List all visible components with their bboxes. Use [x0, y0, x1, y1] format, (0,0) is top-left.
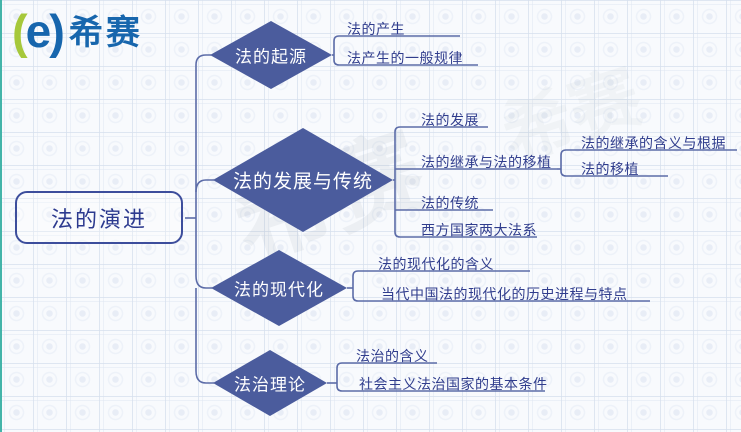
leaf-node[interactable]: 法的发展 — [421, 112, 479, 128]
leaf-node[interactable]: 法治的含义 — [356, 348, 429, 364]
leaf-node[interactable]: 当代中国法的现代化的历史进程与特点 — [381, 286, 628, 302]
leaf-node[interactable]: 法的产生 — [347, 21, 405, 37]
leaf-node[interactable]: 法的移植 — [581, 161, 639, 177]
branch-node-development-tradition[interactable]: 法的发展与传统 — [232, 171, 374, 193]
leaf-node[interactable]: 法的继承与法的移植 — [421, 154, 552, 170]
xisai-logo: ( e ) 希赛 — [12, 4, 143, 58]
diamond-rule-of-law-theory — [213, 350, 327, 416]
branch-node-rule-of-law-theory[interactable]: 法治理论 — [234, 375, 306, 395]
leaf-node[interactable]: 法的传统 — [421, 195, 479, 211]
diamond-origin-of-law — [210, 21, 332, 89]
diamond-modernization — [211, 250, 347, 326]
branch-node-modernization[interactable]: 法的现代化 — [234, 280, 324, 300]
logo-paren-left-icon: ( — [12, 5, 28, 58]
logo-brand-text: 希赛 — [68, 13, 143, 52]
leaf-node[interactable]: 社会主义法治国家的基本条件 — [359, 376, 548, 392]
leaf-node[interactable]: 法产生的一般规律 — [347, 50, 463, 66]
diamond-development-tradition — [213, 128, 393, 232]
leaf-node[interactable]: 西方国家两大法系 — [421, 222, 537, 238]
leaf-node[interactable]: 法的现代化的含义 — [378, 256, 494, 272]
branch-node-origin-of-law[interactable]: 法的起源 — [235, 47, 307, 67]
root-node[interactable]: 法的演进 — [15, 191, 183, 244]
leaf-node[interactable]: 法的继承的含义与根据 — [581, 135, 726, 151]
logo-paren-right-icon: ) — [49, 5, 65, 58]
logo-e-icon: e — [25, 4, 52, 57]
left-edge-strip — [0, 0, 2, 432]
